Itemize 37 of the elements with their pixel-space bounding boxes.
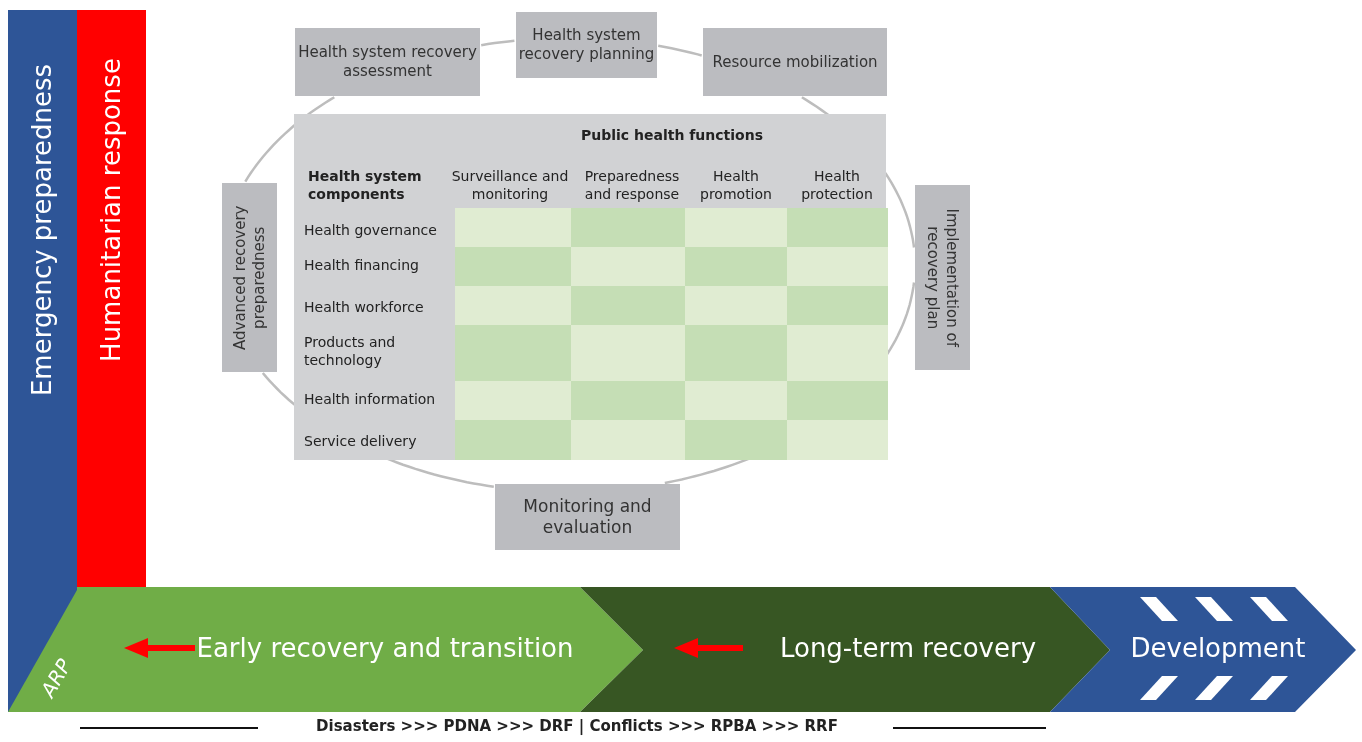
phase-band <box>580 587 1110 712</box>
process-box <box>222 183 277 372</box>
column-header: Preparedness and response <box>583 166 681 204</box>
row-header: Health workforce <box>304 297 425 317</box>
ring-connector <box>481 39 515 47</box>
ring-connector <box>244 96 335 183</box>
column-header: Health system components <box>308 166 423 204</box>
box-label: Advanced recovery preparedness <box>230 204 269 352</box>
banner-label: Emergency preparedness <box>27 63 57 397</box>
row-header: Health governance <box>304 220 438 240</box>
box-label: Health system recovery planning <box>517 26 656 64</box>
row-header: Health financing <box>304 255 420 275</box>
banner-label: Humanitarian response <box>96 58 126 362</box>
column-header: Health protection <box>800 166 874 204</box>
process-box <box>703 28 887 96</box>
box-label: Monitoring and evaluation <box>522 495 653 539</box>
process-box <box>295 28 480 96</box>
process-box <box>516 12 657 78</box>
process-box <box>495 484 680 550</box>
box-label: Implementation of recovery plan <box>923 207 962 350</box>
phase-bar <box>8 10 77 712</box>
phase-band <box>1050 587 1356 712</box>
column-header: Health promotion <box>699 166 773 204</box>
box-label: Health system recovery assessment <box>297 43 478 81</box>
process-box <box>915 185 970 370</box>
column-header: Surveillance and monitoring <box>450 166 570 204</box>
process-caption: Disasters >>> PDNA >>> DRF | Conflicts >>> RPBA >>> RRF <box>316 717 838 737</box>
table-title: Public health functions <box>581 125 763 145</box>
ring-connector <box>658 44 703 57</box>
banner-label: Early recovery and transition <box>196 633 574 663</box>
box-label: Resource mobilization <box>712 52 878 72</box>
banner-label: Long-term recovery <box>779 633 1037 663</box>
row-header: Service delivery <box>304 431 418 451</box>
banner-label: Development <box>1130 633 1306 663</box>
row-header: Health information <box>304 389 437 409</box>
row-header: Products and technology <box>304 332 397 370</box>
phase-bar <box>77 10 146 587</box>
